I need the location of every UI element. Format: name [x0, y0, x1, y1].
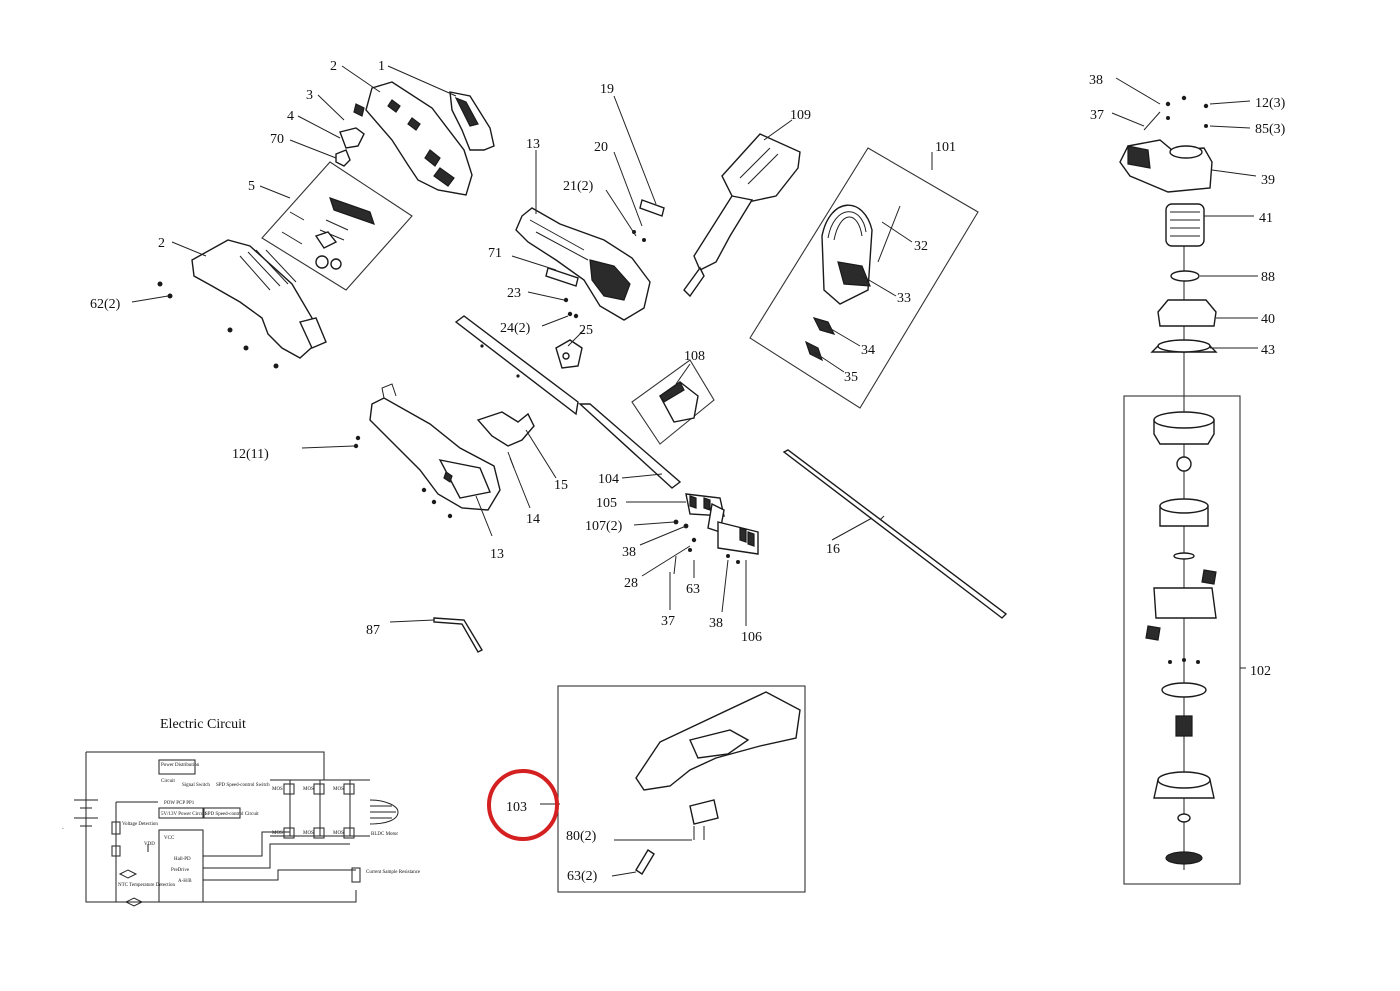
- callout-labels: 1 2 3 4 70 5 2 62(2) 13 19 20 21(2) 71 2…: [90, 59, 1286, 884]
- callout-37-a: 37: [661, 614, 675, 629]
- spring-kit-box: [261, 161, 413, 291]
- ahb-label: A-H/B: [178, 879, 192, 884]
- battery-minus-sign: -: [62, 827, 64, 832]
- callout-37-b: 37: [1090, 108, 1104, 123]
- callout-13-lower: 13: [490, 547, 504, 562]
- callout-85: 85(3): [1255, 122, 1286, 137]
- callout-32: 32: [914, 239, 928, 254]
- callout-106: 106: [741, 630, 762, 645]
- callout-15: 15: [554, 478, 568, 493]
- bracket-box: [631, 359, 715, 445]
- callout-33: 33: [897, 291, 911, 306]
- callout-38-a: 38: [622, 545, 636, 560]
- callout-12-3: 12(3): [1255, 96, 1286, 111]
- cable-plug-box: [749, 147, 979, 409]
- callout-88: 88: [1261, 270, 1275, 285]
- callout-12-11: 12(11): [232, 447, 269, 462]
- handle-assembly: [335, 81, 495, 196]
- callout-41: 41: [1259, 211, 1273, 226]
- voltage-detection-label: Voltage Detection: [122, 822, 158, 827]
- predrive-label: PreDrive: [171, 868, 190, 873]
- callout-24: 24(2): [500, 321, 531, 336]
- hall-pd-label: Hall-PD: [174, 857, 191, 862]
- electric-circuit: Electric Circuit - Power Distribution Ci…: [62, 717, 421, 907]
- callout-38-b: 38: [709, 616, 723, 631]
- highlight-circle: [487, 769, 559, 841]
- signal-switch-label: Signal Switch: [182, 783, 210, 788]
- callout-5: 5: [248, 179, 255, 194]
- callout-1: 1: [378, 59, 385, 74]
- current-sample-label: Current Sample Resistance: [366, 870, 421, 875]
- callout-35: 35: [844, 370, 858, 385]
- callout-3: 3: [306, 88, 313, 103]
- circuit-title: Electric Circuit: [160, 717, 246, 732]
- callout-23: 23: [507, 286, 521, 301]
- callout-2-lower: 2: [158, 236, 165, 251]
- vdd-label: VDD: [144, 842, 155, 847]
- mos-label-5: MOS: [303, 831, 314, 836]
- mos-label-2: MOS: [303, 787, 314, 792]
- pow-pcp-label: POW PCP PP1: [164, 801, 195, 806]
- callout-43: 43: [1261, 343, 1275, 358]
- mos-label-4: MOS: [272, 831, 283, 836]
- callout-87: 87: [366, 623, 380, 638]
- spool-kit-box: [1123, 395, 1241, 885]
- callout-70: 70: [270, 132, 284, 147]
- callout-102: 102: [1250, 664, 1271, 679]
- bldc-motor-label: BLDC Motor: [371, 832, 398, 837]
- spd-switch-label: SPD Speed-control Switch: [216, 783, 270, 788]
- callout-28: 28: [624, 576, 638, 591]
- mos-label-6: MOS: [333, 831, 344, 836]
- upper-handle: [683, 133, 801, 298]
- motor-housing-half: [157, 239, 327, 369]
- callout-108: 108: [684, 349, 705, 364]
- callout-63-2: 63(2): [567, 869, 598, 884]
- callout-13-upper: 13: [526, 137, 540, 152]
- circuit-label: Circuit: [161, 779, 175, 784]
- callout-39: 39: [1261, 173, 1275, 188]
- callout-20: 20: [594, 140, 608, 155]
- callout-62: 62(2): [90, 297, 121, 312]
- callout-34: 34: [861, 343, 875, 358]
- guard-kit-box: [557, 685, 806, 893]
- lower-handle: [353, 383, 535, 519]
- ntc-detection-label: NTC Temperature Detection: [118, 883, 176, 888]
- callout-19: 19: [600, 82, 614, 97]
- callout-107: 107(2): [585, 519, 623, 534]
- power-circuit-label: 5V/13V Power Circuit: [161, 812, 207, 817]
- callout-25: 25: [579, 323, 593, 338]
- callout-63: 63: [686, 582, 700, 597]
- motor-head-stack: [1119, 95, 1218, 870]
- drive-shaft: [782, 449, 1008, 619]
- hex-key: [433, 617, 483, 653]
- leader-lines: [131, 65, 1258, 877]
- center-handle: [515, 199, 665, 369]
- callout-2: 2: [330, 59, 337, 74]
- callout-104: 104: [598, 472, 619, 487]
- callout-38-c: 38: [1089, 73, 1103, 88]
- callout-16: 16: [826, 542, 840, 557]
- mos-label-3: MOS: [333, 787, 344, 792]
- vcc-label: VCC: [164, 836, 175, 841]
- callout-103: 103: [506, 800, 527, 815]
- spd-circuit-label: SPD Speed-control Circuit: [205, 812, 259, 817]
- callout-105: 105: [596, 496, 617, 511]
- shaft-clamps: [673, 493, 759, 575]
- callout-101: 101: [935, 140, 956, 155]
- callout-80: 80(2): [566, 829, 597, 844]
- guard-strip: [454, 315, 682, 489]
- mos-label-1: MOS: [272, 787, 283, 792]
- callout-4: 4: [287, 109, 294, 124]
- callout-109: 109: [790, 108, 811, 123]
- power-distribution-label: Power Distribution: [161, 763, 200, 768]
- callout-21: 21(2): [563, 179, 594, 194]
- callout-71: 71: [488, 246, 502, 261]
- callout-14: 14: [526, 512, 540, 527]
- callout-40: 40: [1261, 312, 1275, 327]
